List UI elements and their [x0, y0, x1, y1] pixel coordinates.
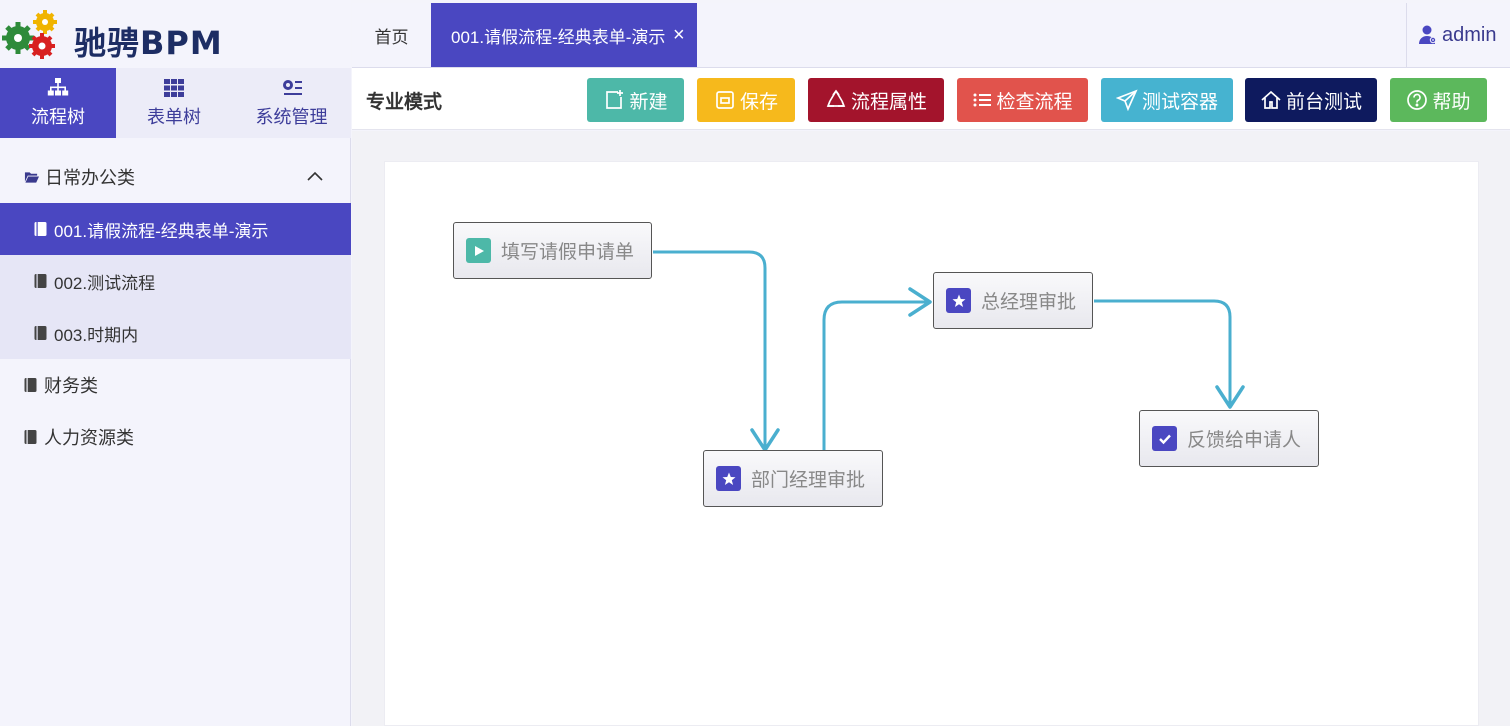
node-label: 反馈给申请人 — [1187, 430, 1302, 451]
tab-label: 表单树 — [147, 107, 201, 127]
book-icon — [34, 326, 47, 340]
flow-link — [1094, 299, 1232, 407]
tree-item-003[interactable]: 003.时期内 — [0, 307, 351, 359]
tree-item-hr[interactable]: 人力资源类 — [0, 411, 351, 463]
paper-plane-icon — [1115, 89, 1138, 111]
tab-label: 系统管理 — [255, 107, 328, 127]
flow-node-feedback[interactable]: 反馈给申请人 — [1139, 410, 1319, 467]
button-label: 检查流程 — [996, 91, 1073, 113]
check-icon — [1152, 426, 1177, 451]
tab-system-admin[interactable]: 系统管理 — [232, 68, 351, 138]
home-icon — [1261, 90, 1281, 109]
tree-item-label: 001.请假流程-经典表单-演示 — [54, 221, 269, 241]
button-label: 测试容器 — [1141, 91, 1218, 113]
folder-open-icon — [24, 171, 39, 183]
tab-process-tree[interactable]: 流程树 — [0, 68, 116, 138]
flow-node-dept-manager[interactable]: 部门经理审批 — [703, 450, 883, 507]
top-tab-bar: 首页 001.请假流程-经典表单-演示 × admin — [352, 3, 1510, 67]
book-icon — [24, 378, 37, 392]
book-icon — [34, 222, 47, 236]
sitemap-icon — [47, 78, 69, 96]
designer-area: 填写请假申请单 部门经理审批 总经理审批 反馈给申请人 — [352, 131, 1510, 726]
node-label: 填写请假申请单 — [501, 242, 635, 263]
sidebar-tabs: 流程树 表单树 系统管理 — [0, 68, 351, 138]
logo: 驰骋BPM — [0, 0, 351, 68]
node-label: 部门经理审批 — [751, 470, 866, 491]
new-file-icon — [606, 90, 624, 109]
tree-item-001[interactable]: 001.请假流程-经典表单-演示 — [0, 203, 351, 255]
list-icon — [973, 93, 992, 107]
button-label: 流程属性 — [850, 91, 927, 113]
save-icon — [716, 91, 734, 109]
tab-label: 001.请假流程-经典表单-演示 — [451, 27, 666, 47]
tree-item-label: 财务类 — [44, 376, 98, 396]
sidebar: 驰骋BPM 流程树 表单树 系统管理 日常办公类 — [0, 0, 351, 726]
close-icon[interactable]: × — [673, 24, 685, 46]
play-icon — [466, 238, 491, 263]
tree-item-label: 002.测试流程 — [54, 273, 156, 293]
test-container-button[interactable]: 测试容器 — [1101, 78, 1233, 122]
flow-canvas[interactable]: 填写请假申请单 部门经理审批 总经理审批 反馈给申请人 — [384, 161, 1479, 726]
tab-leave-process[interactable]: 001.请假流程-经典表单-演示 × — [431, 3, 697, 67]
user-icon — [1419, 25, 1437, 44]
flow-node-start[interactable]: 填写请假申请单 — [453, 222, 652, 279]
flow-arrowhead — [908, 287, 932, 317]
table-icon — [164, 79, 184, 97]
tab-home[interactable]: 首页 — [374, 27, 409, 47]
button-label: 新建 — [629, 91, 668, 113]
settings-icon — [282, 80, 302, 95]
tree-group-daily-office[interactable]: 日常办公类 — [0, 150, 351, 203]
tree-item-label: 003.时期内 — [54, 325, 139, 345]
tree-item-label: 人力资源类 — [44, 428, 134, 448]
username: admin — [1442, 23, 1497, 46]
user-menu[interactable]: admin — [1406, 3, 1510, 67]
tree-group-children: 001.请假流程-经典表单-演示 002.测试流程 003.时期内 — [0, 203, 351, 359]
button-label: 保存 — [739, 91, 778, 113]
gears-logo-icon — [2, 10, 57, 59]
flow-link — [822, 300, 927, 452]
new-button[interactable]: 新建 — [587, 78, 684, 122]
mode-title: 专业模式 — [366, 92, 443, 113]
logo-text: 驰骋BPM — [74, 24, 223, 62]
button-label: 帮助 — [1432, 91, 1471, 113]
help-icon — [1407, 90, 1428, 110]
star-icon — [716, 466, 741, 491]
process-properties-button[interactable]: 流程属性 — [808, 78, 944, 122]
chevron-up-icon[interactable] — [307, 168, 323, 184]
flow-node-general-manager[interactable]: 总经理审批 — [933, 272, 1093, 329]
divider — [352, 67, 1510, 68]
book-icon — [24, 430, 37, 444]
toolbar: 专业模式 新建 保存 流程属性 检查流程 测试容器 前台测试 帮助 — [352, 68, 1510, 130]
check-process-button[interactable]: 检查流程 — [957, 78, 1088, 122]
tab-label: 流程树 — [31, 107, 85, 127]
recycle-icon — [826, 89, 846, 107]
tree-item-finance[interactable]: 财务类 — [0, 359, 351, 411]
star-icon — [946, 288, 971, 313]
help-button[interactable]: 帮助 — [1390, 78, 1487, 122]
flow-link — [653, 250, 767, 447]
flow-arrowhead — [1215, 385, 1245, 409]
tree-group-label: 日常办公类 — [45, 167, 135, 188]
flow-links — [653, 250, 1245, 452]
tree-item-002[interactable]: 002.测试流程 — [0, 255, 351, 307]
frontend-test-button[interactable]: 前台测试 — [1245, 78, 1377, 122]
button-label: 前台测试 — [1285, 91, 1362, 113]
tab-form-tree[interactable]: 表单树 — [116, 68, 232, 138]
book-icon — [34, 274, 47, 288]
process-tree: 日常办公类 001.请假流程-经典表单-演示 002.测试流程 003.时期内 … — [0, 150, 351, 463]
node-label: 总经理审批 — [981, 292, 1077, 313]
save-button[interactable]: 保存 — [697, 78, 795, 122]
